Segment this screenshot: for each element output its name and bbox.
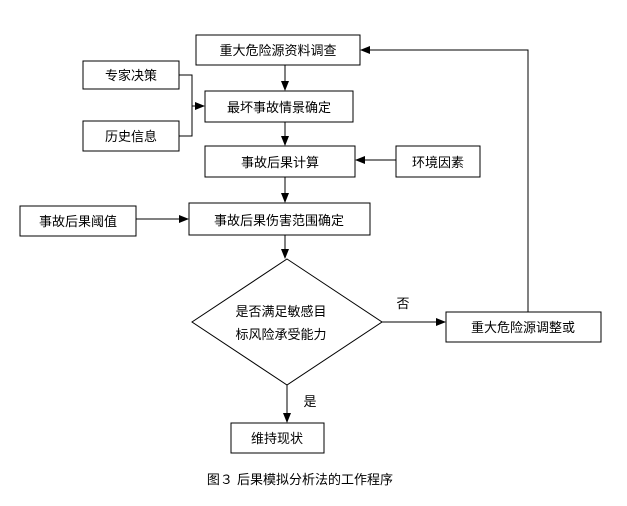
node-environment: 环境因素	[395, 145, 481, 178]
node-threshold-label: 事故后果阈值	[39, 214, 117, 230]
edge-expert-bracket	[179, 74, 193, 137]
node-decision: 是否满足敏感目 标风险承受能力	[191, 258, 383, 386]
node-adjust-label: 重大危险源调整或	[471, 320, 575, 336]
node-history-label: 历史信息	[105, 129, 157, 145]
node-consequence-calc: 事故后果计算	[204, 145, 356, 178]
node-adjust: 重大危险源调整或	[445, 311, 602, 343]
edge-adjust-to-survey	[360, 46, 529, 312]
node-survey-label: 重大危险源资料调查	[219, 43, 336, 59]
node-survey: 重大危险源资料调查	[195, 34, 361, 66]
node-expert: 专家决策	[82, 60, 180, 90]
node-maintain-label: 维持现状	[251, 432, 303, 447]
edge-label-yes: 是	[303, 395, 316, 410]
node-worst-case: 最坏事故情景确定	[204, 90, 354, 123]
node-harm-range-label: 事故后果伤害范围确定	[214, 213, 344, 229]
node-history: 历史信息	[82, 120, 180, 152]
node-environment-label: 环境因素	[412, 156, 464, 171]
node-decision-line1: 是否满足敏感目	[235, 304, 326, 320]
node-expert-label: 专家决策	[105, 68, 157, 84]
node-threshold: 事故后果阈值	[19, 205, 137, 237]
node-worst-case-label: 最坏事故情景确定	[227, 101, 331, 116]
node-harm-range: 事故后果伤害范围确定	[188, 202, 371, 236]
node-decision-line2: 标风险承受能力	[235, 328, 326, 343]
figure-caption: 图３ 后果模拟分析法的工作程序	[207, 472, 393, 488]
node-maintain: 维持现状	[230, 422, 325, 454]
node-consequence-calc-label: 事故后果计算	[241, 156, 319, 171]
edge-label-no: 否	[396, 297, 409, 312]
